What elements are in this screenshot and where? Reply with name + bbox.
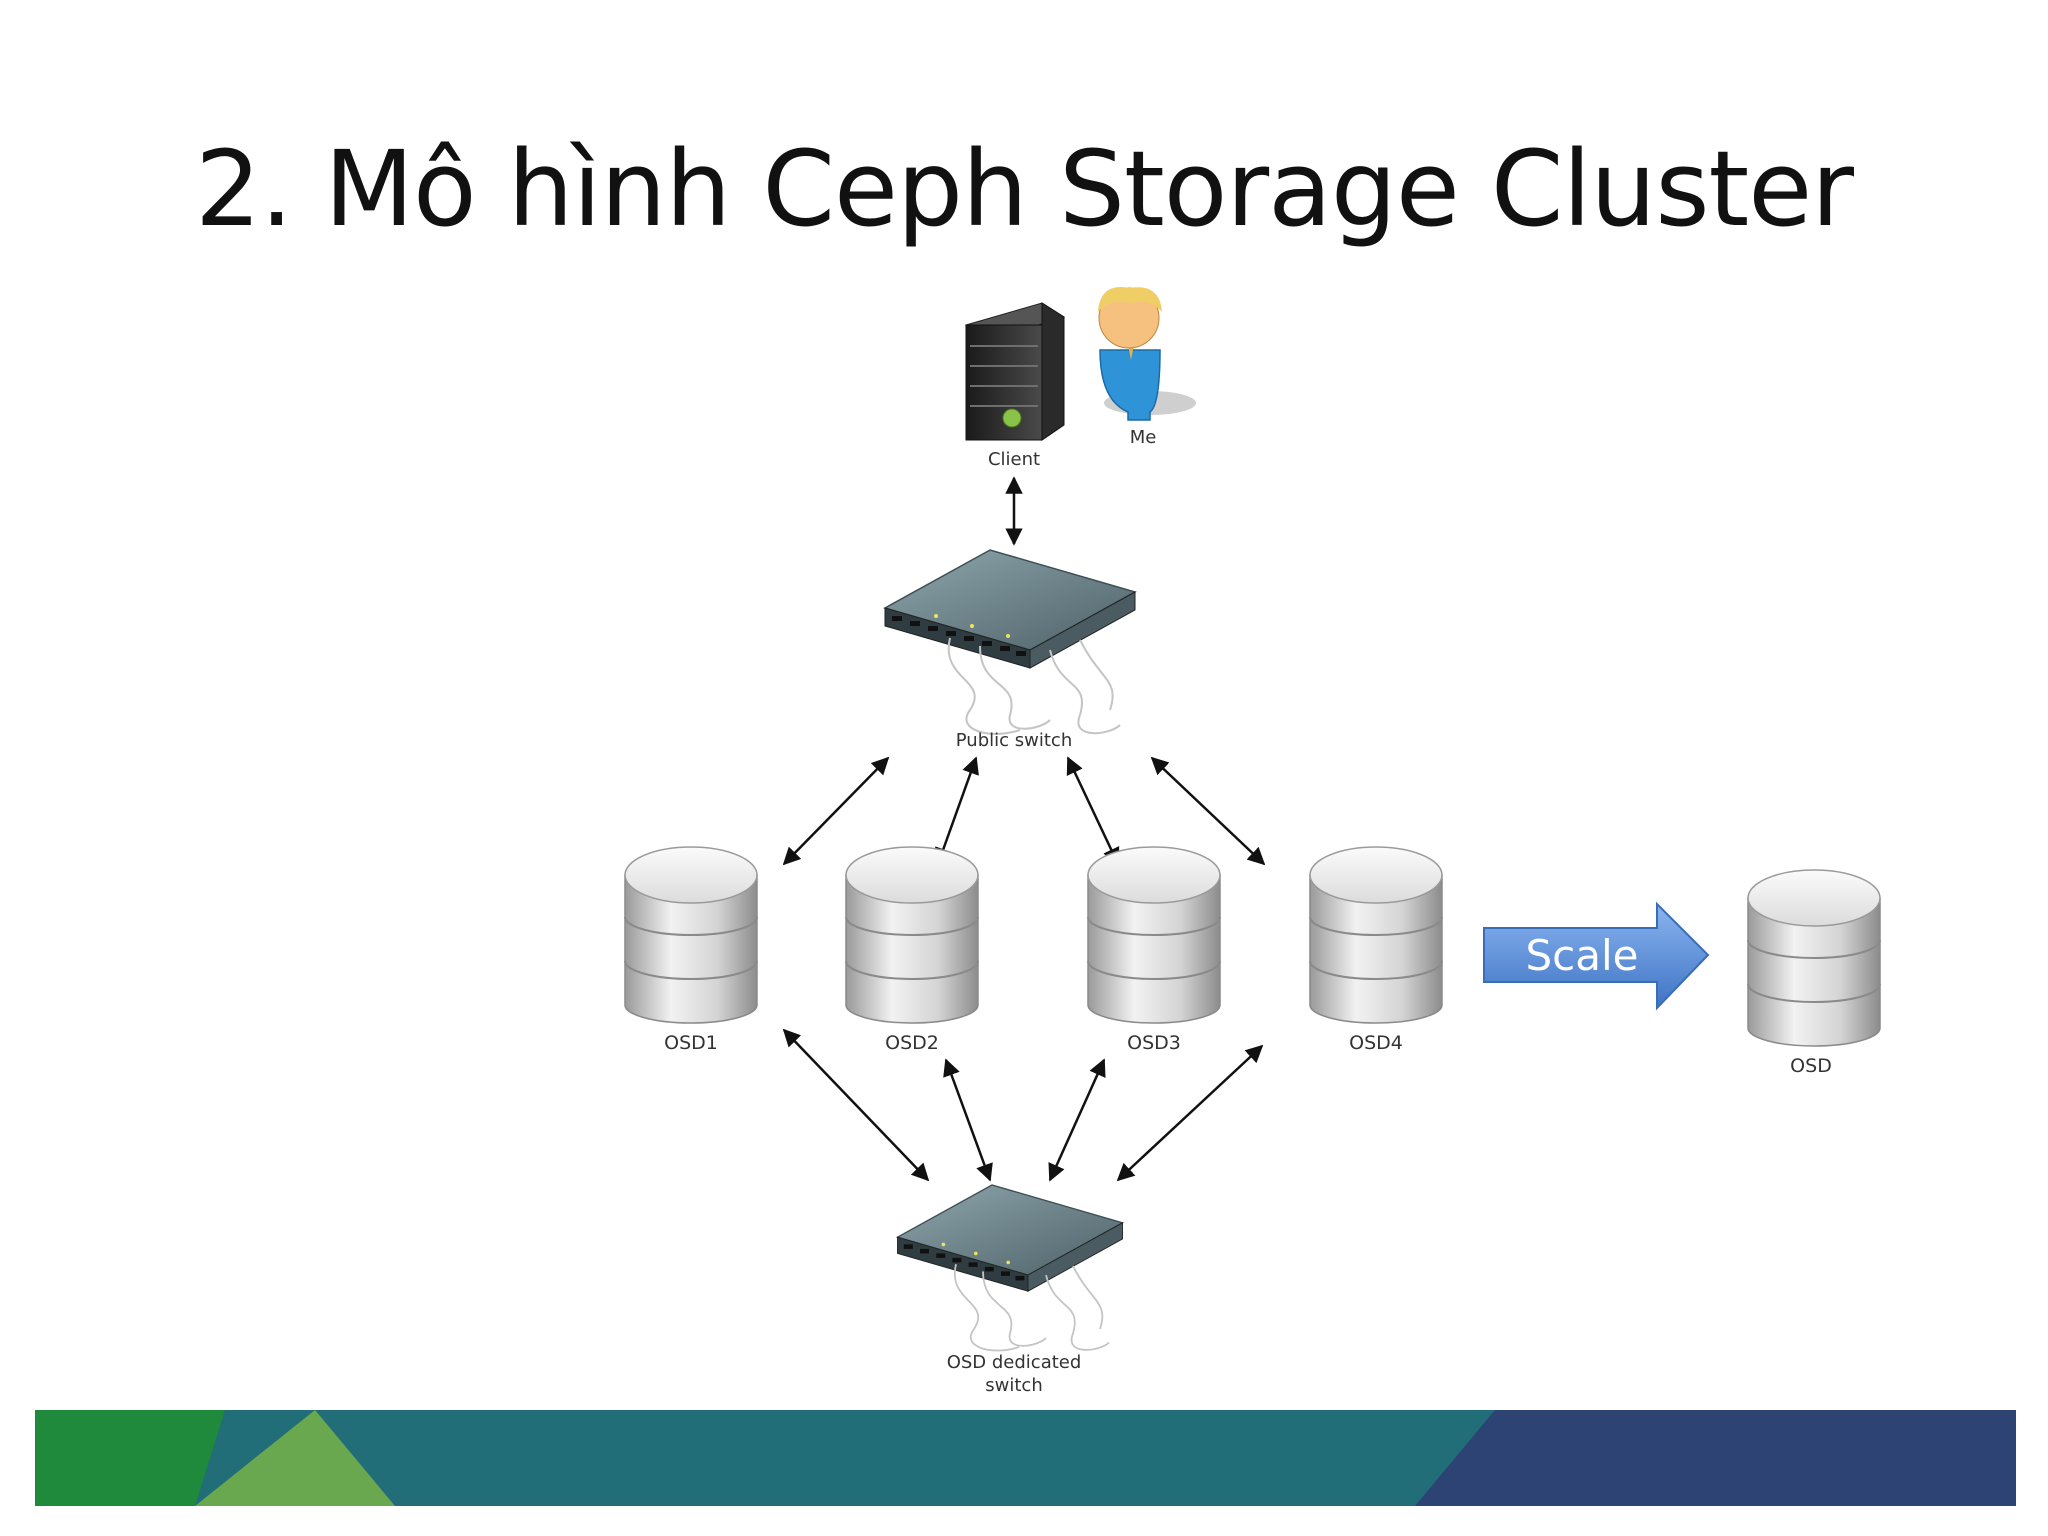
scale-arrow: Scale bbox=[1483, 901, 1710, 1011]
new-osd-label: OSD bbox=[1790, 1055, 1832, 1077]
osd2-label: OSD2 bbox=[885, 1032, 939, 1054]
dedicated-switch-label-line2: switch bbox=[985, 1375, 1042, 1396]
dedicated-switch-label-line1: OSD dedicated bbox=[947, 1352, 1082, 1373]
client-label: Client bbox=[988, 449, 1040, 470]
osd4-label: OSD4 bbox=[1349, 1032, 1403, 1054]
slide-title: 2. Mô hình Ceph Storage Cluster bbox=[194, 128, 1854, 250]
osd1-disk-icon bbox=[624, 846, 758, 1024]
osd-dedicated-arrows bbox=[782, 1028, 1264, 1182]
client-server-icon bbox=[964, 302, 1066, 441]
osd4-disk-icon bbox=[1309, 846, 1443, 1024]
new-osd-disk-icon bbox=[1747, 869, 1881, 1047]
osd3-label: OSD3 bbox=[1127, 1032, 1181, 1054]
user-label: Me bbox=[1130, 427, 1157, 448]
osd3-disk-icon bbox=[1087, 846, 1221, 1024]
scale-label: Scale bbox=[1526, 931, 1639, 980]
public-switch-icon bbox=[884, 549, 1136, 735]
user-icon bbox=[1098, 287, 1196, 421]
public-switch-label: Public switch bbox=[956, 730, 1072, 751]
dedicated-switch-icon bbox=[896, 1184, 1124, 1352]
footer-bar bbox=[35, 1410, 2016, 1506]
public-osd-arrows bbox=[782, 756, 1266, 866]
osd1-label: OSD1 bbox=[664, 1032, 718, 1054]
osd2-disk-icon bbox=[845, 846, 979, 1024]
